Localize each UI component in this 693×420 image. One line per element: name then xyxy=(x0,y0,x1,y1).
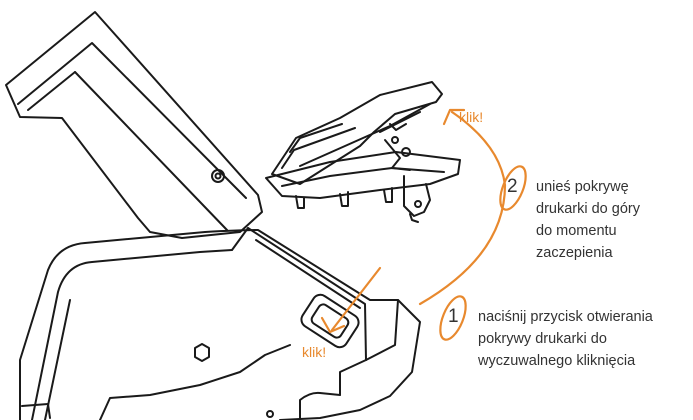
klik-label-bottom: klik! xyxy=(302,344,327,360)
hinge-knob xyxy=(211,169,225,183)
curved-arrow-up-icon xyxy=(418,110,507,306)
step-2-ellipse xyxy=(499,165,527,211)
klik-label-top: klik! xyxy=(459,109,484,125)
printer-cover-outline xyxy=(271,81,443,185)
step-2-text: unieś pokrywę drukarki do góry do moment… xyxy=(536,176,640,264)
step-1-line: naciśnij przycisk otwierania xyxy=(478,309,653,325)
step-1-text: naciśnij przycisk otwierania pokrywy dru… xyxy=(478,306,653,372)
step-2-line: unieś pokrywę xyxy=(536,179,629,195)
step-1-line: pokrywy drukarki do xyxy=(478,331,607,347)
display-outline xyxy=(5,11,263,239)
base-outline xyxy=(19,229,421,420)
step-1-ellipse xyxy=(439,295,467,341)
arrow-press-icon xyxy=(330,266,382,332)
step-number-1: 1 xyxy=(448,306,459,327)
step-1-line: wyczuwalnego kliknięcia xyxy=(478,353,636,369)
hex-screw-icon xyxy=(194,343,210,362)
step-2-line: do momentu xyxy=(536,223,617,239)
step-number-2: 2 xyxy=(507,176,518,197)
step-2-line: zaczepienia xyxy=(536,245,613,261)
step-2-line: drukarki do góry xyxy=(536,201,640,217)
release-button xyxy=(300,293,360,349)
